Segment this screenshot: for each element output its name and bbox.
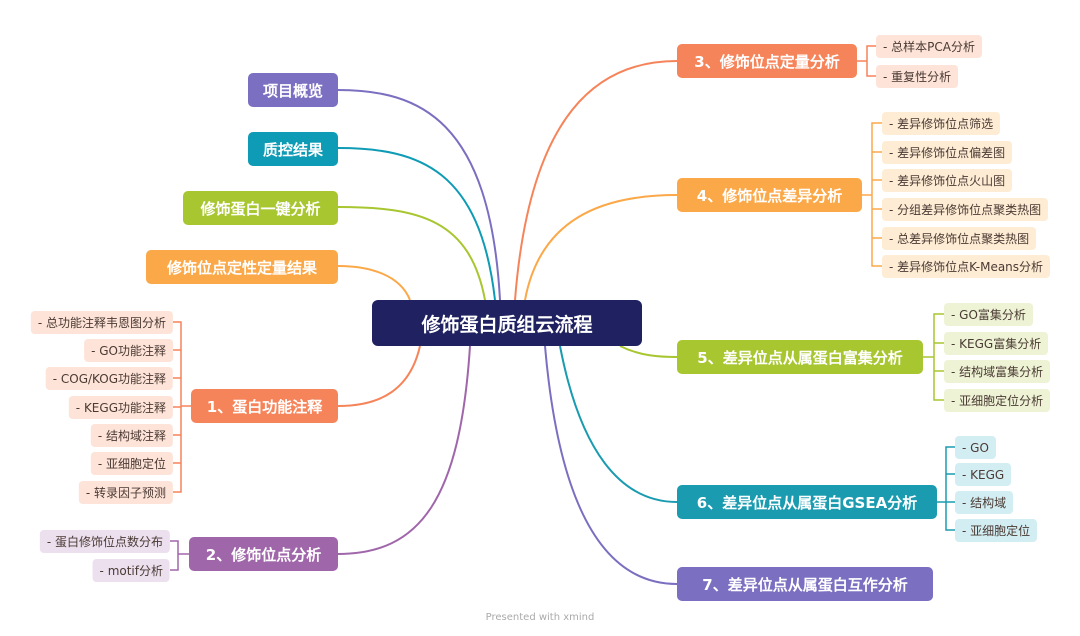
branch-line — [337, 345, 421, 407]
subtopic[interactable]: - 结构域注释 — [90, 424, 173, 447]
subtopic[interactable]: - 总功能注释韦恩图分析 — [30, 311, 173, 334]
branch-line — [559, 345, 678, 503]
xmind-footer: Presented with xmind — [485, 612, 595, 623]
topic-site-analysis[interactable]: 2、修饰位点分析 — [189, 537, 338, 571]
topic-one-click-analysis[interactable]: 修饰蛋白一键分析 — [183, 191, 338, 225]
subtopic[interactable]: - 蛋白修饰位点数分布 — [39, 530, 170, 553]
topic-gsea[interactable]: 6、差异位点从属蛋白GSEA分析 — [677, 485, 937, 519]
topic-quant-analysis[interactable]: 3、修饰位点定量分析 — [677, 44, 857, 78]
subtopic[interactable]: - GO富集分析 — [944, 303, 1033, 326]
topic-function-annotation[interactable]: 1、蛋白功能注释 — [191, 389, 338, 423]
topic-diff-analysis[interactable]: 4、修饰位点差异分析 — [677, 178, 862, 212]
subtopic[interactable]: - KEGG — [955, 463, 1012, 486]
subtopic[interactable]: - 结构域富集分析 — [944, 360, 1051, 383]
topic-project-overview[interactable]: 项目概览 — [248, 73, 338, 107]
branch-line — [337, 147, 496, 301]
subtopic[interactable]: - 总差异修饰位点聚类热图 — [882, 227, 1037, 250]
branch-line — [337, 206, 486, 301]
subtopic[interactable]: - 转录因子预测 — [78, 481, 173, 504]
branch-line — [619, 345, 678, 358]
branch-line — [337, 265, 411, 301]
subtopic[interactable]: - 差异修饰位点筛选 — [882, 112, 1001, 135]
branch-line — [524, 194, 678, 301]
branch-line — [337, 89, 501, 301]
topic-interaction[interactable]: 7、差异位点从属蛋白互作分析 — [677, 567, 933, 601]
topic-qual-quant-results[interactable]: 修饰位点定性定量结果 — [146, 250, 338, 284]
subtopic[interactable]: - 差异修饰位点火山图 — [882, 169, 1013, 192]
branch-line — [514, 60, 678, 301]
subtopic[interactable]: - COG/KOG功能注释 — [45, 367, 173, 390]
subtopic[interactable]: - 分组差异修饰位点聚类热图 — [882, 198, 1049, 221]
subtopic[interactable]: - KEGG富集分析 — [944, 332, 1049, 355]
subtopic[interactable]: - KEGG功能注释 — [68, 396, 173, 419]
branch-line — [544, 345, 678, 585]
subtopic[interactable]: - motif分析 — [92, 559, 170, 582]
central-topic[interactable]: 修饰蛋白质组云流程 — [372, 300, 642, 346]
subtopic[interactable]: - 结构域 — [955, 491, 1014, 514]
subtopic[interactable]: - GO — [955, 436, 996, 459]
subtopic[interactable]: - 重复性分析 — [876, 65, 959, 88]
topic-enrichment[interactable]: 5、差异位点从属蛋白富集分析 — [677, 340, 923, 374]
subtopic[interactable]: - 总样本PCA分析 — [876, 35, 982, 58]
subtopic[interactable]: - 差异修饰位点K-Means分析 — [882, 255, 1051, 278]
subtopic[interactable]: - 亚细胞定位分析 — [944, 389, 1051, 412]
subtopic[interactable]: - GO功能注释 — [84, 339, 173, 362]
branch-line — [337, 345, 471, 555]
subtopic[interactable]: - 亚细胞定位 — [955, 519, 1038, 542]
subtopic[interactable]: - 差异修饰位点偏差图 — [882, 141, 1013, 164]
subtopic[interactable]: - 亚细胞定位 — [90, 452, 173, 475]
topic-qc-results[interactable]: 质控结果 — [248, 132, 338, 166]
